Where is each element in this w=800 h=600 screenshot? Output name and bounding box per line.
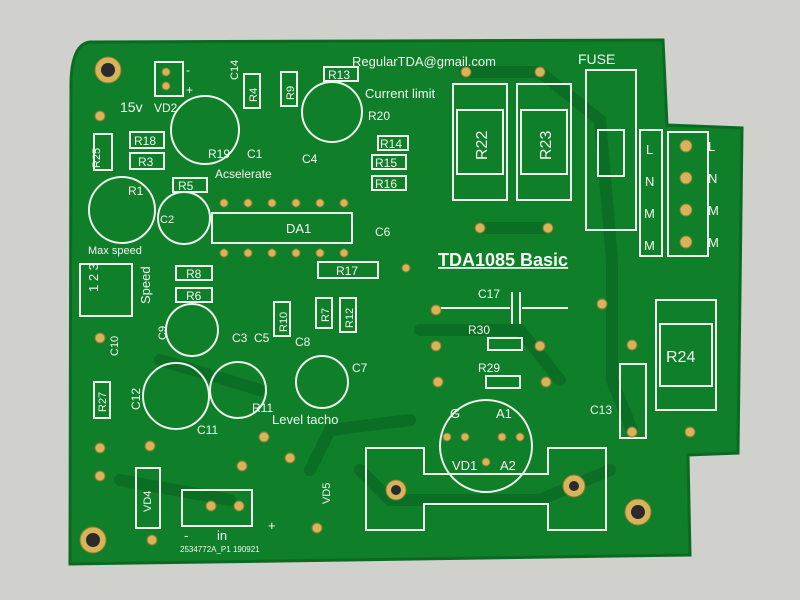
max-speed-label: Max speed [88, 245, 142, 257]
input-plus: + [268, 518, 276, 533]
ref-vd5: VD5 [321, 483, 333, 504]
triac-g-label: G [450, 406, 460, 421]
ref-r4: R4 [248, 88, 260, 102]
ref-c12: C12 [129, 388, 143, 410]
input-label: in [217, 528, 227, 543]
board-title: TDA1085 Basic [438, 250, 568, 270]
ref-r30: R30 [468, 323, 490, 337]
heatsink-outline [365, 447, 607, 531]
ref-r12: R12 [344, 308, 356, 328]
pin-m-right: M [708, 203, 719, 218]
ref-r29: R29 [478, 361, 500, 375]
accelerate-label: Acselerate [215, 167, 272, 181]
ref-r20: R20 [368, 109, 390, 123]
triac-a1-label: A1 [496, 406, 512, 421]
pcb-board [68, 38, 744, 566]
ref-r1: R1 [128, 184, 144, 198]
ref-r27: R27 [97, 392, 109, 412]
current-limit-label: Current limit [365, 86, 435, 101]
pin-m2-left: M [644, 238, 655, 253]
pin-n-right: N [708, 171, 717, 186]
pin-m-left: M [644, 206, 655, 221]
ref-c14: C14 [229, 60, 241, 80]
ref-c11: C11 [197, 423, 218, 437]
power-connector-outline [154, 61, 184, 97]
ref-r9: R9 [285, 86, 297, 100]
ref-vd4: VD4 [142, 491, 154, 512]
ref-r19: R19 [208, 147, 230, 161]
triac-pads [442, 432, 525, 467]
ref-c3: C3 [232, 331, 248, 345]
ref-r8: R8 [186, 267, 202, 281]
triac-a2-label: A2 [500, 458, 516, 473]
fuse-label: FUSE [578, 51, 615, 67]
level-tacho-label: Level tacho [272, 412, 339, 427]
ref-vd1: VD1 [452, 458, 477, 473]
ref-c2: C2 [160, 214, 174, 226]
ref-vd2: VD2 [154, 101, 178, 115]
board-code: 2534772A_P1 190921 [180, 545, 260, 554]
ref-r14: R14 [380, 137, 402, 151]
speed-label: Speed [138, 266, 153, 304]
da1-pins [219, 198, 349, 258]
mounting-holes [79, 56, 652, 554]
input-minus: - [184, 528, 188, 543]
ref-c8: C8 [295, 335, 311, 349]
ref-c7: C7 [352, 361, 368, 375]
ref-r7: R7 [320, 308, 332, 322]
ref-r6: R6 [186, 289, 202, 303]
ref-r24: R24 [666, 349, 695, 366]
ref-c4: C4 [302, 152, 318, 166]
ref-c6: C6 [375, 225, 391, 239]
ref-da1: DA1 [286, 221, 311, 236]
ref-c10: C10 [109, 336, 121, 356]
pin-m2-right: M [708, 235, 719, 250]
plus-sign: + [186, 83, 193, 97]
misc-pads [94, 66, 696, 546]
pin-l-left: L [646, 142, 653, 157]
ref-c17: C17 [478, 287, 500, 301]
speed-numbers: 1 2 3 [86, 263, 101, 292]
ref-c9: C9 [157, 326, 169, 340]
ref-r23: R23 [538, 131, 555, 160]
ref-c5: C5 [254, 331, 270, 345]
minus-sign: - [186, 63, 190, 77]
ref-r5: R5 [178, 179, 194, 193]
ref-r13: R13 [328, 68, 350, 82]
ref-r15: R15 [375, 156, 397, 170]
pin-l-right: L [708, 139, 715, 154]
ref-r17: R17 [336, 264, 358, 278]
email-label: RegularTDA@gmail.com [352, 54, 496, 69]
voltage-label: 15v [120, 99, 143, 115]
ref-c1: C1 [247, 147, 263, 161]
ref-r10: R10 [278, 312, 290, 332]
pin-n-left: N [645, 174, 654, 189]
ref-r22: R22 [474, 131, 491, 160]
ref-r11: R11 [252, 401, 273, 415]
ref-r25: R25 [91, 148, 103, 168]
ref-r3: R3 [138, 155, 154, 169]
ref-c13: C13 [590, 403, 612, 417]
terminal-pads [679, 139, 693, 249]
da1-outline [211, 212, 353, 244]
ref-r18: R18 [134, 134, 156, 148]
copper-traces [114, 66, 638, 506]
ref-r16: R16 [375, 177, 397, 191]
